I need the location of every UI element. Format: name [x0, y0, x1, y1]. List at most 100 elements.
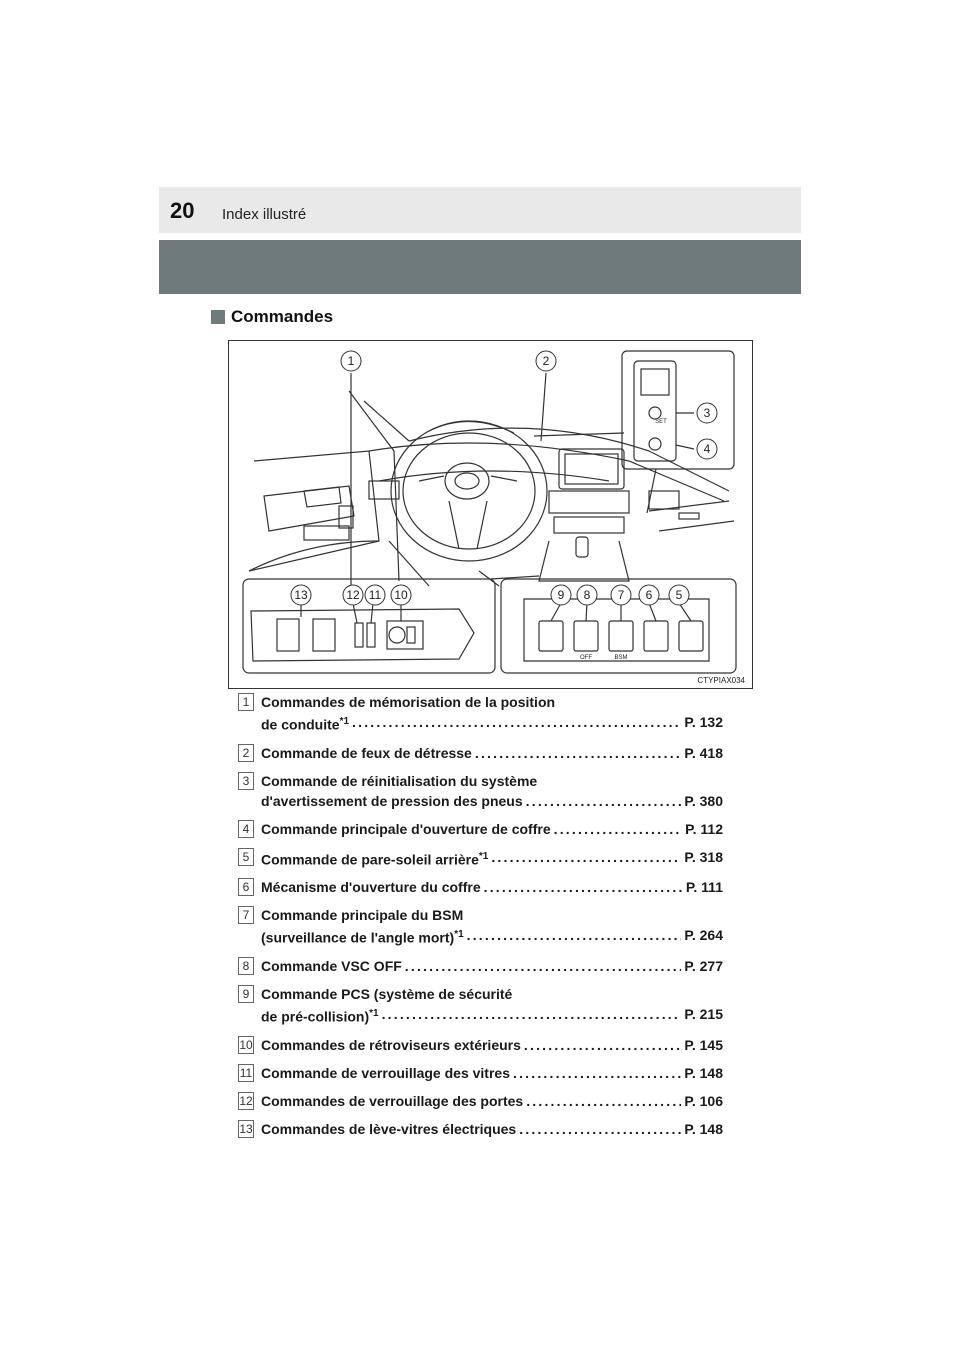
- list-item: 6 Mécanisme d'ouverture du coffre........…: [238, 877, 728, 897]
- list-item: 10 Commandes de rétroviseurs extérieurs..…: [238, 1035, 728, 1055]
- footnote-marker: *1: [339, 716, 350, 727]
- item-label: Commandes de rétroviseurs extérieurs: [261, 1036, 521, 1053]
- list-item: 9 Commande PCS (système de sécurité de pré…: [238, 984, 728, 1027]
- item-label: d'avertissement de pression des pneus: [261, 792, 523, 809]
- item-label: Commandes de lève-vitres électriques: [261, 1120, 517, 1137]
- item-label-line: Commandes de mémorisation de la position: [261, 694, 556, 710]
- list-item: 13 Commandes de lève-vitres électriques..…: [238, 1119, 728, 1139]
- dot-leader: ........................................…: [519, 1120, 681, 1137]
- item-label-line: Commande principale du BSM: [261, 907, 464, 924]
- item-number: 9: [238, 984, 254, 1003]
- item-label: Mécanisme d'ouverture du coffre: [261, 879, 481, 896]
- footnote-marker: *1: [454, 929, 464, 941]
- dot-leader: ........................................…: [553, 820, 682, 837]
- off-label: OFF: [580, 655, 592, 661]
- item-label-line: Commande PCS (système de sécurité: [261, 985, 513, 1002]
- item-number: 11: [238, 1063, 254, 1082]
- controls-list: 1 Commandes de mémorisation de la positio…: [238, 692, 728, 1147]
- dashboard-illustration: 1 2 3 4 5 6 7 8 9 10 11 12 13: [228, 340, 753, 689]
- item-number: 3: [238, 771, 254, 790]
- callout-12: 12: [346, 588, 360, 602]
- item-label: de pré-collision): [261, 1008, 370, 1025]
- list-item: 12 Commandes de verrouillage des portes..…: [238, 1091, 728, 1111]
- item-label: de conduite: [261, 716, 340, 733]
- dot-leader: ........................................…: [381, 1005, 682, 1022]
- callout-9: 9: [558, 588, 565, 602]
- bsm-label: BSM: [614, 655, 627, 661]
- page-reference: P. 318: [684, 848, 723, 865]
- item-label: Commande VSC OFF: [261, 957, 402, 974]
- page-reference: P. 380: [684, 792, 723, 809]
- list-item: 3 Commande de réinitialisation du système…: [238, 771, 728, 811]
- footnote-marker: *1: [478, 850, 489, 862]
- dot-leader: ........................................…: [523, 1036, 682, 1053]
- callout-5: 5: [676, 588, 683, 602]
- item-number: 6: [238, 878, 254, 897]
- page-reference: P. 145: [684, 1036, 723, 1053]
- dot-leader: ........................................…: [466, 927, 682, 944]
- list-item: 4 Commande principale d'ouverture de coff…: [238, 819, 728, 839]
- list-item: 11 Commande de verrouillage des vitres...…: [238, 1063, 728, 1083]
- item-label: (surveillance de l'angle mort): [261, 929, 455, 946]
- dot-leader: ........................................…: [491, 848, 681, 865]
- callout-13: 13: [294, 588, 308, 602]
- dot-leader: ........................................…: [512, 1064, 682, 1081]
- list-item: 5 Commande de pare-soleil arrière*1......…: [238, 847, 728, 870]
- item-label-line: Commande de réinitialisation du système: [261, 772, 538, 789]
- list-item: 1 Commandes de mémorisation de la positio…: [238, 692, 728, 735]
- item-number: 1: [238, 693, 254, 711]
- list-item: 7 Commande principale du BSM (surveillance…: [238, 905, 728, 948]
- dashboard-drawing: 1 2 3 4 5 6 7 8 9 10 11 12 13: [242, 350, 746, 685]
- dot-leader: ........................................…: [483, 879, 683, 896]
- item-label: Commande de pare-soleil arrière: [261, 851, 479, 868]
- callout-10: 10: [394, 588, 408, 602]
- section-square-icon: [211, 310, 225, 324]
- page-reference: P. 277: [684, 957, 723, 974]
- page-reference: P. 148: [684, 1120, 723, 1137]
- header-bar: [159, 187, 801, 233]
- page-reference: P. 215: [684, 1005, 723, 1022]
- page-reference: P. 111: [685, 879, 723, 896]
- page-reference: P. 132: [684, 714, 723, 730]
- page-reference: P. 112: [685, 820, 723, 837]
- dot-leader: ........................................…: [526, 1092, 681, 1109]
- callout-1: 1: [348, 354, 355, 368]
- dot-leader: ........................................…: [352, 714, 682, 730]
- item-number: 7: [238, 906, 254, 925]
- item-number: 10: [238, 1035, 254, 1054]
- item-label: Commande de feux de détresse: [261, 744, 472, 761]
- footnote-marker: *1: [369, 1007, 379, 1019]
- item-label: Commandes de verrouillage des portes: [261, 1092, 524, 1109]
- callout-4: 4: [704, 442, 711, 456]
- callout-6: 6: [646, 588, 653, 602]
- item-label: Commande principale d'ouverture de coffr…: [261, 820, 551, 837]
- item-label: Commande de verrouillage des vitres: [261, 1064, 510, 1081]
- figure-code: CTYPIAX034: [697, 676, 745, 685]
- list-item: 8 Commande VSC OFF.......................…: [238, 956, 728, 976]
- section-heading: Commandes: [211, 307, 333, 327]
- dot-leader: ........................................…: [474, 744, 682, 761]
- dot-leader: ........................................…: [404, 957, 682, 974]
- callout-8: 8: [584, 588, 591, 602]
- set-label: SET: [655, 419, 667, 425]
- item-number: 2: [238, 743, 254, 762]
- callout-7: 7: [618, 588, 625, 602]
- item-number: 8: [238, 956, 254, 975]
- page-reference: P. 148: [684, 1064, 723, 1081]
- callout-2: 2: [543, 354, 550, 368]
- section-title: Commandes: [231, 307, 334, 326]
- page-reference: P. 264: [684, 927, 723, 944]
- callout-3: 3: [704, 406, 711, 420]
- page-number: 20: [170, 198, 195, 223]
- dot-leader: ........................................…: [525, 792, 682, 809]
- item-number: 13: [238, 1119, 254, 1138]
- page-reference: P. 418: [684, 744, 723, 761]
- chapter-band: [159, 240, 801, 294]
- item-number: 4: [238, 819, 254, 838]
- list-item: 2 Commande de feux de détresse...........…: [238, 743, 728, 763]
- callout-11: 11: [369, 588, 382, 602]
- page-reference: P. 106: [684, 1092, 723, 1109]
- item-number: 12: [238, 1091, 254, 1110]
- header-title: Index illustré: [222, 206, 307, 223]
- item-number: 5: [238, 847, 254, 866]
